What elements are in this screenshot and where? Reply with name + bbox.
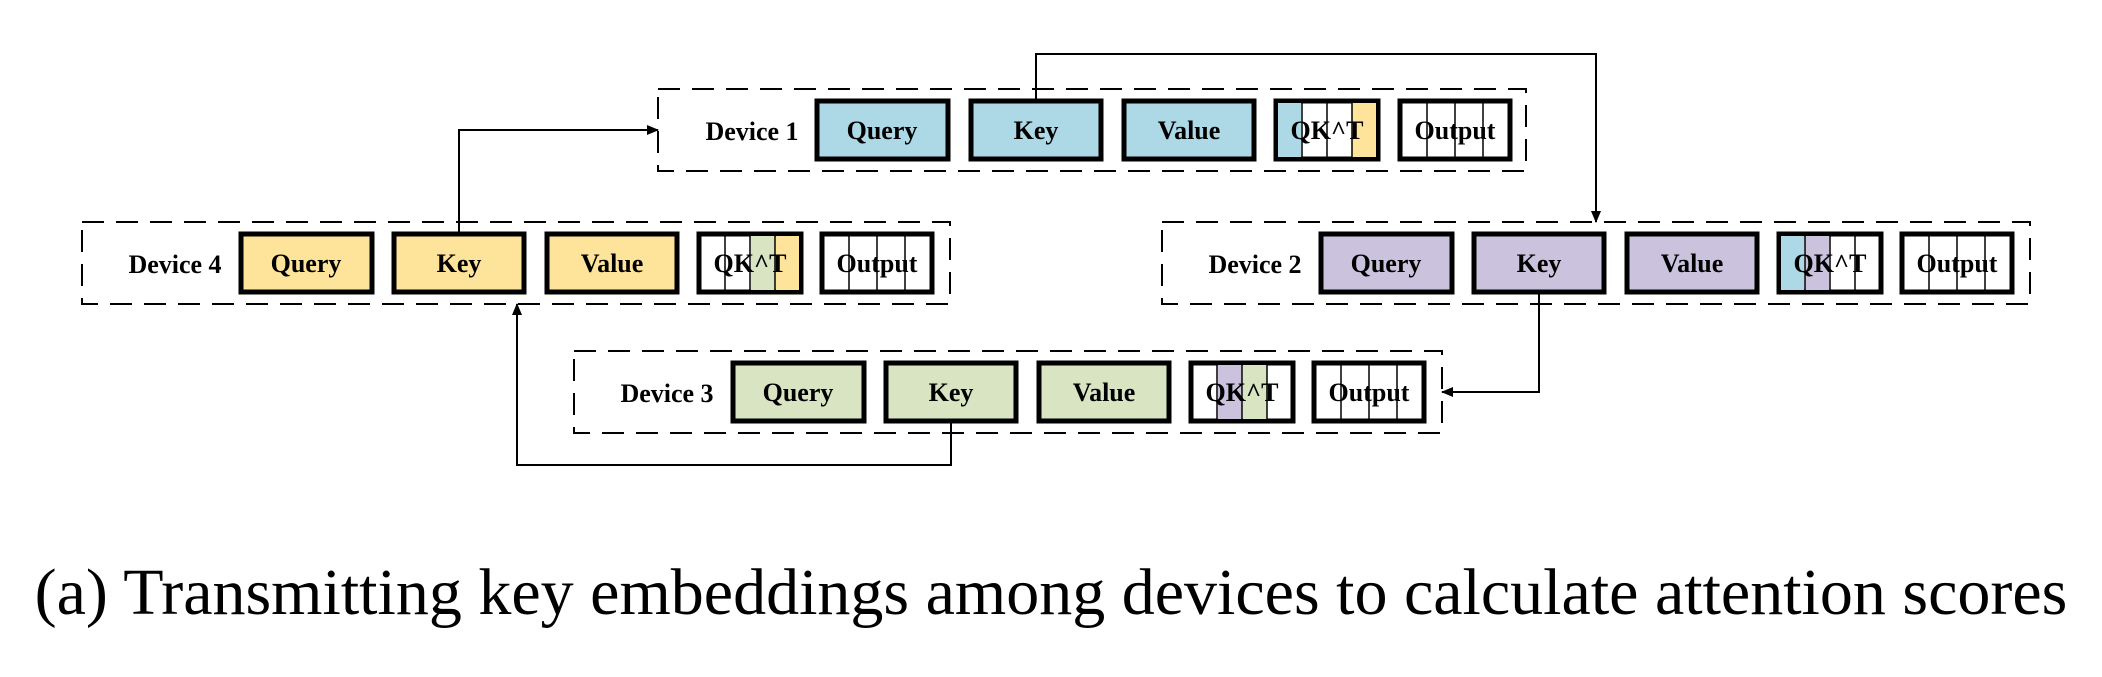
device-2-label: Device 2 [1208, 250, 1301, 279]
device-3-query-box [730, 360, 867, 424]
device-3-label: Device 3 [620, 379, 713, 408]
device-3-key-label: Key [929, 378, 974, 407]
device-1-qkt-label: QK^T [1291, 116, 1364, 145]
device-1-key-box [968, 98, 1104, 162]
device-3-qkt-fill-own [1243, 365, 1267, 419]
device-2-output-label: Output [1917, 249, 1998, 278]
device-2-value-label: Value [1661, 249, 1724, 278]
figure-caption: (a) Transmitting key embeddings among de… [34, 556, 2068, 629]
device-2-query-label: Query [1351, 249, 1422, 278]
device-2-qkt-label: QK^T [1794, 249, 1867, 278]
device-3-value-label: Value [1073, 378, 1136, 407]
device-1-query-label: Query [847, 116, 918, 145]
device-4-group: Device 4 Query Key Value QK^T Output [81, 221, 951, 305]
device-2-qkt-fill-received [1781, 236, 1804, 290]
device-2-group: Device 2 Query Key Value QK^T Output [1161, 221, 2031, 305]
device-1-group: Device 1 Query Key Value QK^T Output [657, 88, 1527, 172]
device-4-qkt-label: QK^T [714, 249, 787, 278]
device-4-key-box [391, 231, 527, 295]
device-1-output-label: Output [1415, 116, 1496, 145]
device-2-query-box [1318, 231, 1455, 295]
arrow-device-3-to-device-4 [512, 303, 952, 466]
device-4-query-label: Query [271, 249, 342, 278]
device-3-value-box [1036, 360, 1172, 424]
device-1-value-box [1121, 98, 1257, 162]
device-4-qkt-fill-own [776, 236, 799, 290]
device-3-group: Device 3 Query Key Value QK^T Output [573, 350, 1443, 434]
device-4-output-label: Output [837, 249, 918, 278]
device-3-key-box [883, 360, 1019, 424]
device-4-label: Device 4 [128, 250, 221, 279]
device-1-qkt-fill-own [1278, 103, 1301, 157]
device-1-query-box [814, 98, 951, 162]
device-3-output-label: Output [1329, 378, 1410, 407]
device-3-qkt-label: QK^T [1206, 378, 1279, 407]
device-1-value-label: Value [1158, 116, 1221, 145]
arrow-device-2-to-device-3 [1441, 292, 1540, 397]
device-1-qkt-fill-received [1352, 103, 1376, 157]
device-1-label: Device 1 [705, 117, 798, 146]
device-4-key-label: Key [437, 249, 482, 278]
device-3-query-label: Query [763, 378, 834, 407]
device-4-qkt-fill-received [751, 236, 775, 290]
device-2-key-label: Key [1517, 249, 1562, 278]
arrow-device-1-to-device-2 [1035, 53, 1601, 223]
device-2-qkt-fill-own [1805, 236, 1829, 290]
device-1-key-label: Key [1014, 116, 1059, 145]
device-4-value-label: Value [581, 249, 644, 278]
device-2-value-box [1624, 231, 1760, 295]
arrow-device-4-to-device-1 [458, 125, 659, 234]
device-4-value-box [544, 231, 680, 295]
device-4-query-box [238, 231, 375, 295]
device-3-qkt-fill-received [1218, 365, 1242, 419]
